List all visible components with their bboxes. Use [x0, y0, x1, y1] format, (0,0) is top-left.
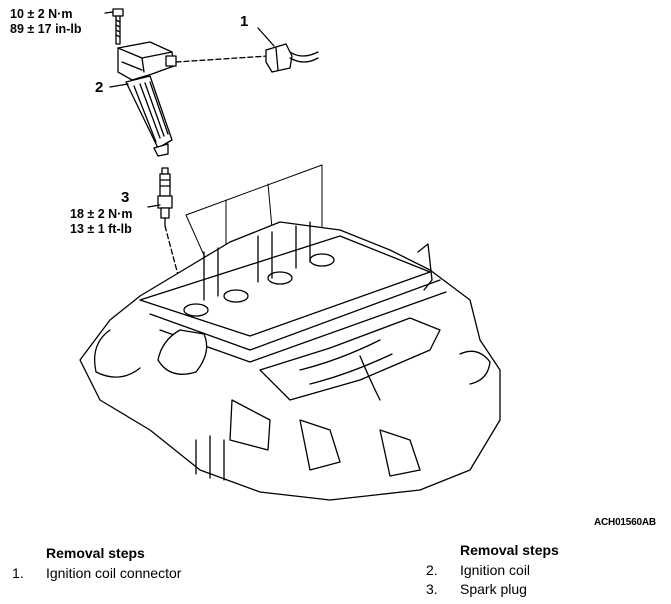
torque-spec-spark-plug: 18 ± 2 N·m 13 ± 1 ft-lb — [70, 207, 132, 237]
removal-steps-heading: Removal steps — [460, 542, 559, 558]
step-label: Ignition coil connector — [46, 565, 182, 581]
engine-illustration — [79, 8, 501, 501]
step-number: 3. — [426, 581, 438, 597]
step-label: Spark plug — [460, 581, 527, 597]
torque-plug-imperial: 13 ± 1 ft-lb — [70, 222, 132, 236]
removal-steps-left: Removal steps 1. Ignition coil connector — [12, 545, 181, 583]
step-number: 1. — [12, 565, 24, 581]
removal-step-item: 2. Ignition coil — [426, 561, 559, 580]
removal-steps-heading: Removal steps — [46, 545, 145, 561]
figure-code: ACH01560AB — [594, 517, 656, 528]
callout-1: 1 — [240, 13, 249, 30]
torque-coil-imperial: 89 ± 17 in-lb — [10, 22, 82, 36]
torque-coil-metric: 10 ± 2 N·m — [10, 7, 73, 21]
callout-3: 3 — [121, 189, 130, 206]
removal-steps-right: Removal steps 2. Ignition coil 3. Spark … — [426, 542, 559, 599]
step-label: Ignition coil — [460, 562, 531, 578]
step-number: 2. — [426, 562, 438, 578]
callout-2: 2 — [95, 79, 104, 96]
torque-plug-metric: 18 ± 2 N·m — [70, 207, 133, 221]
engine-head — [79, 221, 501, 501]
coil-bolt — [104, 8, 124, 45]
ignition-coil — [109, 41, 177, 157]
removal-step-item: 3. Spark plug — [426, 580, 559, 599]
torque-spec-coil-bolt: 10 ± 2 N·m 89 ± 17 in-lb — [10, 7, 81, 37]
removal-step-item: 1. Ignition coil connector — [12, 564, 181, 583]
coil-connector — [175, 27, 319, 73]
